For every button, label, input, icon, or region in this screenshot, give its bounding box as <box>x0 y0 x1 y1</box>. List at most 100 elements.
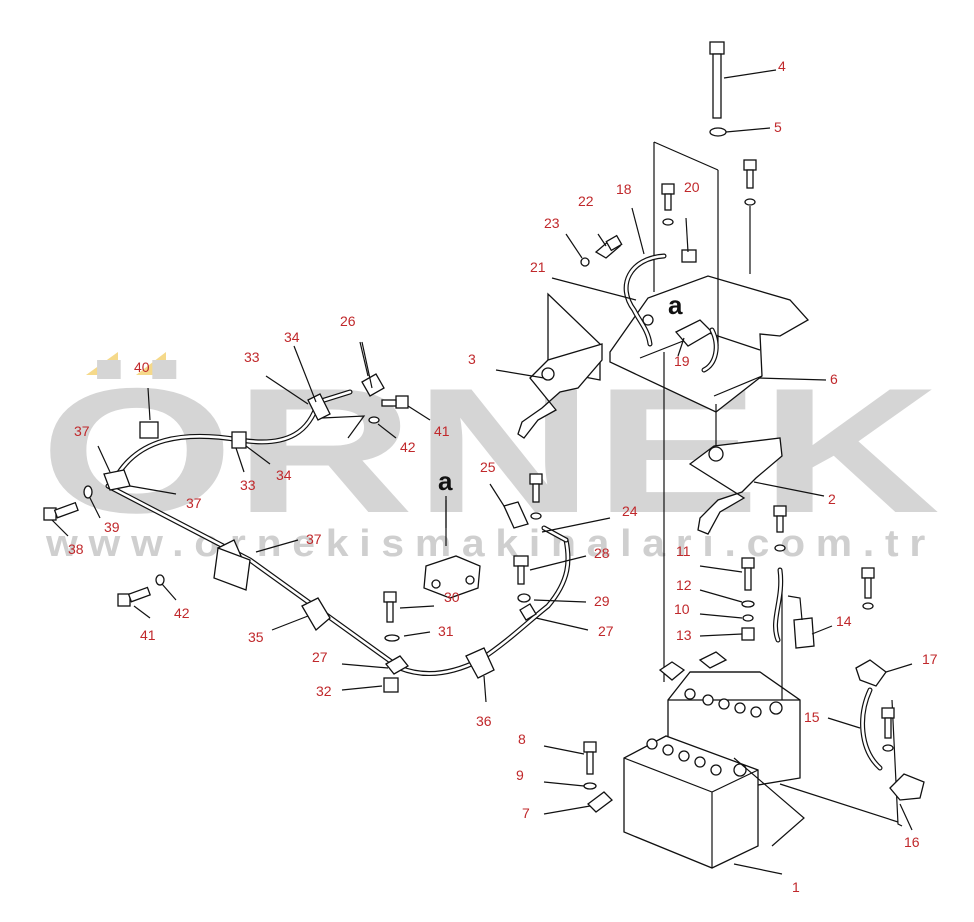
callout-16: 16 <box>904 834 920 850</box>
bracket-bottom-left <box>213 547 251 591</box>
terminal-part-16 <box>889 773 925 801</box>
bolt-part-41-upper <box>381 395 409 409</box>
washer-part-10 <box>742 614 754 622</box>
callout-9: 9 <box>516 767 524 783</box>
callout-4: 4 <box>778 58 786 74</box>
callout-33-lower: 33 <box>240 477 256 493</box>
callout-29: 29 <box>594 593 610 609</box>
cable-part-14 <box>772 567 815 649</box>
callout-19: 19 <box>674 353 690 369</box>
callout-42-lower: 42 <box>174 605 190 621</box>
clip-part-27-right <box>519 603 537 621</box>
terminal-clamp-a <box>658 661 686 681</box>
nipple-part-26 <box>359 341 385 397</box>
hose-line-main <box>105 483 571 676</box>
watermark-accent-left <box>86 352 118 375</box>
callout-28: 28 <box>594 545 610 561</box>
callout-39: 39 <box>104 519 120 535</box>
washer-part-12 <box>741 600 755 608</box>
callout-1: 1 <box>792 879 800 895</box>
callout-34-upper: 34 <box>284 329 300 345</box>
bolt-part-30-top <box>383 591 397 623</box>
bolt-part-17-top <box>861 567 875 610</box>
callout-37-right: 37 <box>306 531 322 547</box>
terminal-clamp-b <box>698 651 728 669</box>
callout-14: 14 <box>836 613 852 629</box>
view-letter-left: a <box>438 466 453 496</box>
callout-20: 20 <box>684 179 700 195</box>
washer-part-42-lower <box>155 574 165 586</box>
washer-part-39 <box>83 485 93 499</box>
callout-41-upper: 41 <box>434 423 450 439</box>
washer-part-29 <box>517 593 531 603</box>
hose-part-18 <box>623 253 667 347</box>
callout-41-lower: 41 <box>140 627 156 643</box>
callout-31: 31 <box>438 623 454 639</box>
callout-24: 24 <box>622 503 638 519</box>
washer-part-23 <box>580 257 590 267</box>
clip-part-20 <box>681 249 697 263</box>
callout-30: 30 <box>444 589 460 605</box>
bracket-part-2 <box>688 437 783 535</box>
callout-6: 6 <box>830 371 838 387</box>
callout-23: 23 <box>544 215 560 231</box>
terminal-part-7 <box>587 791 613 813</box>
callout-17: 17 <box>922 651 938 667</box>
bolt-part-25-group <box>503 473 543 529</box>
bolt-part-8 <box>583 741 597 775</box>
washer-part-42-upper <box>368 416 380 424</box>
bolt-part-4 <box>709 41 725 119</box>
bolt-part-38 <box>43 501 79 521</box>
callout-7: 7 <box>522 805 530 821</box>
filter-part-40 <box>139 421 159 439</box>
callout-11: 11 <box>676 543 691 559</box>
bolt-part-16-top <box>881 707 895 752</box>
watermark-brand: ÖRNEK <box>40 351 940 550</box>
battery-front <box>623 735 759 869</box>
callout-40: 40 <box>134 359 150 375</box>
bolt-part-22 <box>594 234 623 259</box>
callout-12: 12 <box>676 577 692 593</box>
callout-labels: 1 2 3 4 5 6 7 8 9 10 11 12 13 14 15 16 1… <box>68 58 938 895</box>
bolt-part-41-lower <box>117 586 151 607</box>
callout-37-left: 37 <box>74 423 90 439</box>
callout-37-mid: 37 <box>186 495 202 511</box>
callout-33-upper: 33 <box>244 349 260 365</box>
clip-part-27-left <box>385 655 409 675</box>
washer-part-31 <box>384 634 400 642</box>
watermark-accent-right <box>136 352 166 375</box>
spacer-part-13 <box>741 627 755 641</box>
bolt-part-11 <box>741 557 755 591</box>
fitting-part-34 <box>307 393 331 421</box>
callout-27-left: 27 <box>312 649 328 665</box>
clamp-part-33 <box>231 431 247 449</box>
callout-22: 22 <box>578 193 594 209</box>
callout-25: 25 <box>480 459 496 475</box>
leader-lines <box>51 69 913 875</box>
callout-32: 32 <box>316 683 332 699</box>
callout-3: 3 <box>468 351 476 367</box>
bolt-upper-b <box>743 159 757 206</box>
callout-2: 2 <box>828 491 836 507</box>
callout-8: 8 <box>518 731 526 747</box>
callout-13: 13 <box>676 627 692 643</box>
view-letter-top: a <box>668 290 683 320</box>
bolt-cable-top <box>773 505 787 552</box>
callout-27-right: 27 <box>598 623 614 639</box>
watermark-url: www.ornekismakinalari.com.tr <box>45 523 936 565</box>
watermark: ÖRNEK www.ornekismakinalari.com.tr <box>40 351 940 565</box>
cable-part-15 <box>860 687 883 771</box>
grommet-part-35 <box>301 597 331 632</box>
callout-42-upper: 42 <box>400 439 416 455</box>
callout-10: 10 <box>674 601 690 617</box>
frame-lines <box>653 141 903 847</box>
callout-35: 35 <box>248 629 264 645</box>
connector-part-19 <box>674 319 719 373</box>
callout-36: 36 <box>476 713 492 729</box>
callout-18: 18 <box>616 181 632 197</box>
washer-part-9 <box>583 782 597 790</box>
cap-part-32 <box>383 677 399 693</box>
nut-part-21 <box>642 314 654 326</box>
